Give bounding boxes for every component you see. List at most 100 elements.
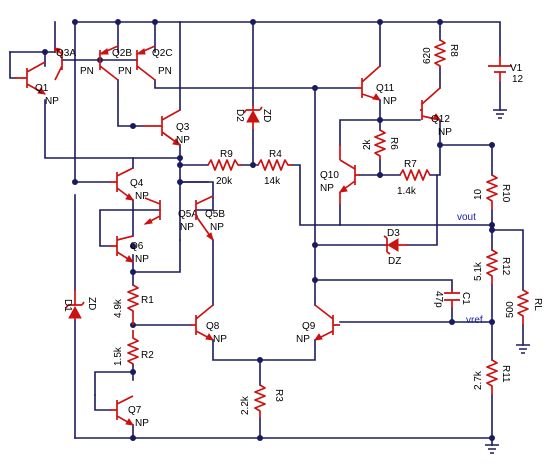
q5a-type: NP — [180, 222, 194, 233]
q5b-name: Q5B — [205, 209, 225, 220]
r3-value: 2.2k — [240, 395, 251, 415]
transistor-q1: Q1 NP — [15, 61, 59, 107]
r11-name: R11 — [500, 365, 511, 383]
q7-name: Q7 — [128, 405, 142, 416]
resistor-r10: R10 10 — [473, 174, 511, 210]
r3-name: R3 — [273, 389, 284, 402]
resistor-r7: R7 1.4k — [397, 159, 431, 197]
net-label-vref: vref — [466, 315, 483, 326]
r12-name: R12 — [500, 257, 511, 276]
d1-type: ZD — [86, 297, 97, 310]
zener-diode-d1: D1 ZD — [62, 290, 97, 320]
q3a-name: Q3A — [56, 48, 76, 59]
rl-name: RL — [532, 298, 543, 311]
capacitor-c1: C1 47p — [433, 290, 471, 308]
resistor-r3: R3 2.2k — [240, 384, 284, 418]
transistor-q7: Q7 NP — [110, 395, 149, 429]
r2-name: R2 — [141, 350, 154, 361]
transistor-q12: Q12 NP — [420, 87, 452, 138]
c1-name: C1 — [460, 292, 471, 305]
transistor-q11: Q11 NP — [355, 65, 397, 107]
transistor-q2c: Q2C PN — [135, 45, 173, 81]
r4-value: 14k — [264, 176, 281, 187]
q8-name: Q8 — [206, 321, 220, 332]
resistor-r6: R6 2k — [362, 129, 399, 160]
q5b-type: NP — [210, 222, 224, 233]
q3-type: NP — [176, 135, 190, 146]
q4-name: Q4 — [130, 178, 144, 189]
q12-name: Q12 — [431, 114, 450, 125]
r9-value: 20k — [216, 176, 233, 187]
zener-diode-d3: D3 DZ — [383, 228, 408, 267]
transistor-q2b: Q2B PN — [98, 45, 132, 81]
r4-name: R4 — [269, 149, 282, 160]
q2b-name: Q2B — [112, 48, 132, 59]
r7-name: R7 — [404, 159, 417, 170]
resistor-r9: R9 20k — [207, 149, 242, 187]
r11-value: 2.7k — [473, 370, 484, 390]
resistor-rl: RL 500 — [505, 289, 543, 325]
resistor-r11: R11 2.7k — [473, 359, 511, 395]
q6-name: Q6 — [130, 241, 144, 252]
net-label-vout: vout — [457, 212, 476, 223]
q10-name: Q10 — [320, 170, 339, 181]
r1-name: R1 — [141, 295, 154, 306]
resistor-r2: R2 1.5k — [113, 330, 154, 366]
r8-value: 620 — [422, 47, 433, 64]
r12-value: 5.1k — [473, 261, 484, 281]
q10-type: NP — [320, 183, 334, 194]
r7-value: 1.4k — [397, 186, 417, 197]
q11-name: Q11 — [376, 83, 395, 94]
c1-value: 47p — [433, 291, 444, 308]
q11-type: NP — [383, 96, 397, 107]
rl-value: 500 — [505, 301, 516, 318]
q7-type: NP — [135, 418, 149, 429]
transistor-q3: Q3 NP — [143, 109, 190, 146]
r6-value: 2k — [362, 138, 373, 150]
voltage-source-v1: V1 12 — [488, 56, 524, 85]
q1-name: Q1 — [35, 83, 49, 94]
transistor-q10: Q10 NP — [320, 145, 360, 205]
resistor-r8: R8 620 — [422, 39, 459, 68]
q2c-type: PN — [158, 66, 172, 77]
d2-type: ZD — [261, 109, 272, 122]
wires — [9, 21, 524, 446]
r8-name: R8 — [448, 44, 459, 57]
q3a-type: PN — [80, 66, 94, 77]
v1-name: V1 — [510, 63, 523, 74]
r2-value: 1.5k — [113, 346, 124, 366]
q6-type: NP — [135, 254, 149, 265]
r10-name: R10 — [500, 184, 511, 203]
q4-type: NP — [135, 191, 149, 202]
transistor-q5a: Q5A NP — [143, 197, 198, 233]
resistor-r4: R4 14k — [257, 149, 292, 187]
q5a-name: Q5A — [178, 209, 198, 220]
junctions — [42, 19, 495, 441]
d3-name: D3 — [387, 228, 400, 239]
v1-value: 12 — [512, 74, 524, 85]
q3-name: Q3 — [176, 122, 190, 133]
zener-diode-d2: D2 ZD — [234, 105, 272, 130]
transistor-q5b: Q5B NP — [195, 195, 225, 242]
transistor-q8: Q8 NP — [190, 304, 227, 345]
transistor-q9: Q9 NP — [296, 304, 340, 345]
q8-type: NP — [213, 334, 227, 345]
r10-value: 10 — [473, 188, 484, 200]
resistor-r1: R1 4.9k — [113, 284, 154, 325]
d2-name: D2 — [234, 109, 245, 122]
ground-symbols — [485, 109, 530, 454]
q9-type: NP — [296, 334, 310, 345]
r6-name: R6 — [388, 137, 399, 150]
transistor-q4: Q4 NP — [110, 167, 149, 202]
q1-type: NP — [45, 96, 59, 107]
q12-type: NP — [438, 127, 452, 138]
r1-value: 4.9k — [113, 298, 124, 318]
d1-name: D1 — [62, 299, 73, 312]
q9-name: Q9 — [302, 321, 316, 332]
r9-name: R9 — [220, 149, 233, 160]
d3-type: DZ — [388, 256, 401, 267]
resistor-r12: R12 5.1k — [473, 249, 511, 285]
q2b-type: PN — [118, 66, 132, 77]
transistor-q6: Q6 NP — [110, 235, 149, 265]
